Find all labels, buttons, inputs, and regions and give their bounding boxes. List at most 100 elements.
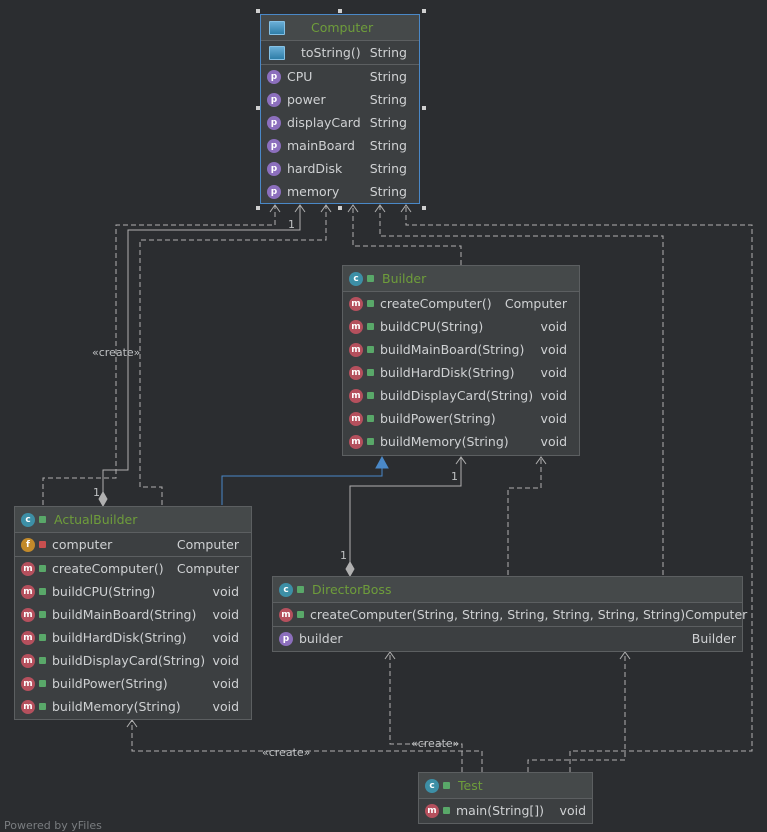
method-icon: m — [349, 296, 363, 311]
method-row[interactable]: m createComputer() Computer — [343, 292, 579, 315]
public-icon — [39, 611, 46, 618]
public-icon — [367, 438, 374, 445]
method-type: void — [540, 434, 567, 449]
method-icon: m — [279, 607, 293, 622]
public-icon — [39, 703, 46, 710]
method-type: void — [540, 319, 567, 334]
method-icon: m — [21, 607, 35, 622]
resize-handle[interactable] — [256, 206, 260, 210]
class-icon: c — [279, 582, 293, 597]
create-label: «create» — [262, 746, 311, 759]
method-type: Computer — [504, 296, 567, 311]
resize-handle[interactable] — [256, 106, 260, 110]
property-type: Builder — [691, 631, 736, 646]
directorboss-header[interactable]: c DirectorBoss — [273, 577, 742, 603]
method-icon: m — [349, 319, 363, 334]
resize-handle[interactable] — [422, 9, 426, 13]
class-icon: c — [425, 778, 439, 793]
method-name: buildMemory(String) — [52, 699, 181, 714]
dep-test-actualbuilder — [131, 720, 483, 772]
class-title: Test — [458, 778, 483, 793]
method-name: createComputer() — [380, 296, 492, 311]
dep-director-computer — [379, 205, 664, 575]
field-name: memory — [287, 184, 340, 199]
multiplicity-label: 1 — [288, 218, 295, 231]
field-type: String — [369, 184, 407, 199]
property-icon: p — [267, 138, 281, 153]
agg-director-builder — [349, 457, 462, 562]
method-type: void — [212, 584, 239, 599]
aggregation-diamond-director — [345, 560, 355, 578]
dep-builder-computer — [352, 205, 462, 265]
method-row[interactable]: m createComputer(String, String, String, … — [273, 603, 747, 626]
method-row[interactable]: toString() String — [261, 41, 419, 64]
method-name: buildPower(String) — [52, 676, 168, 691]
field-name: computer — [52, 537, 113, 552]
private-icon — [39, 541, 46, 548]
field-type: String — [369, 161, 407, 176]
public-icon — [297, 586, 304, 593]
method-type: void — [540, 388, 567, 403]
method-name: toString() — [301, 45, 361, 60]
public-icon — [367, 346, 374, 353]
method-icon: m — [349, 342, 363, 357]
field-type: String — [369, 92, 407, 107]
method-type: void — [540, 411, 567, 426]
public-icon — [443, 807, 450, 814]
dep-test-computer — [405, 205, 753, 772]
resize-handle[interactable] — [256, 9, 260, 13]
public-icon — [367, 392, 374, 399]
create-label: «create» — [92, 346, 141, 359]
method-name: createComputer() — [52, 561, 164, 576]
resize-handle[interactable] — [422, 206, 426, 210]
public-icon — [367, 415, 374, 422]
field-type: String — [369, 115, 407, 130]
resize-handle[interactable] — [422, 106, 426, 110]
computer-header[interactable]: Computer — [261, 15, 419, 41]
property-icon: p — [279, 631, 293, 646]
field-name: mainBoard — [287, 138, 355, 153]
resize-handle[interactable] — [338, 206, 342, 210]
dep-test-director-2 — [527, 652, 626, 772]
test-header[interactable]: c Test — [419, 773, 592, 799]
method-name: createComputer(String, String, String, S… — [310, 607, 686, 622]
field-type: String — [369, 69, 407, 84]
property-name: builder — [299, 631, 343, 646]
public-icon — [39, 657, 46, 664]
method-icon: m — [21, 584, 35, 599]
class-icon — [269, 20, 285, 35]
actualbuilder-header[interactable]: c ActualBuilder — [15, 507, 251, 533]
property-row[interactable]: p builder Builder — [273, 627, 742, 650]
method-icon: m — [21, 653, 35, 668]
method-icon: m — [21, 676, 35, 691]
builder-header[interactable]: c Builder — [343, 266, 579, 292]
method-name: buildDisplayCard(String) — [52, 653, 206, 668]
directorboss-class[interactable]: c DirectorBoss m createComputer(String, S… — [272, 576, 747, 652]
resize-handle[interactable] — [338, 9, 342, 13]
